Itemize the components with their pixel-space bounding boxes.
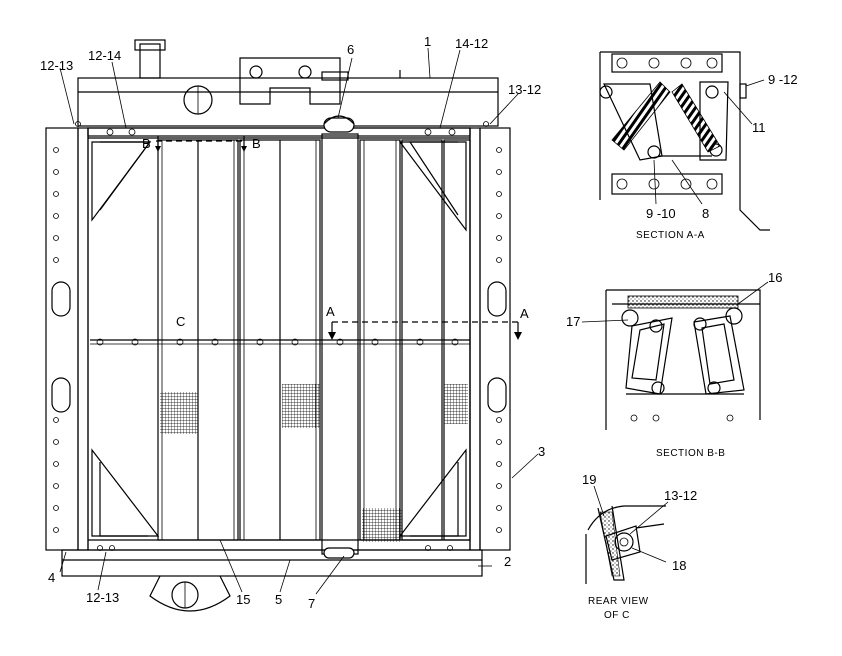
rear-view-caption-line2: OF C (604, 610, 630, 621)
callout-5: 5 (275, 592, 282, 607)
section-a-a-detail: 9 -12 11 8 9 -10 SECTION A-A (599, 51, 798, 241)
section-mark-b-right: B (252, 136, 261, 151)
callout-15: 15 (236, 592, 250, 607)
callout-18: 18 (672, 558, 686, 573)
cross-rod (90, 338, 470, 346)
callout-2: 2 (504, 554, 511, 569)
callout-1: 1 (424, 34, 431, 49)
section-a-a-caption: SECTION A-A (636, 230, 705, 241)
right-side-plate (469, 127, 511, 551)
top-tank (77, 39, 499, 127)
rear-view-c-detail: 19 13-12 18 REAR VIEW OF C (582, 472, 697, 621)
leader-lines (59, 47, 539, 595)
callout-9-12: 9 -12 (768, 72, 798, 87)
callout-9-10: 9 -10 (646, 206, 676, 221)
callout-11: 11 (752, 120, 766, 135)
callout-6: 6 (347, 42, 354, 57)
callout-19: 19 (582, 472, 596, 487)
callout-12-13-top: 12-13 (40, 58, 73, 73)
corner-braces (91, 141, 467, 537)
left-side-plate (45, 127, 89, 551)
callout-17: 17 (566, 314, 580, 329)
callout-7: 7 (308, 596, 315, 611)
callout-12-14: 12-14 (88, 48, 121, 63)
callout-8: 8 (702, 206, 709, 221)
callout-16: 16 (768, 270, 782, 285)
callout-13-12-main: 13-12 (508, 82, 541, 97)
callout-14-12: 14-12 (455, 36, 488, 51)
callout-13-12-rear: 13-12 (664, 488, 697, 503)
callout-3: 3 (538, 444, 545, 459)
main-view: 1 6 14-12 12-13 12-14 13-12 3 2 4 12-13 … (40, 34, 545, 612)
view-mark-c: C (176, 314, 185, 329)
section-b-b-detail: 16 17 SECTION B-B (566, 270, 782, 459)
section-mark-b-left: B (142, 136, 151, 151)
callout-4: 4 (48, 570, 55, 585)
callout-12-13-bottom: 12-13 (86, 590, 119, 605)
section-b-b-caption: SECTION B-B (656, 448, 725, 459)
section-mark-a-left: A (326, 304, 335, 319)
section-mark-a-right: A (520, 306, 529, 321)
rear-view-caption-line1: REAR VIEW (588, 596, 649, 607)
bottom-tank (61, 545, 483, 612)
